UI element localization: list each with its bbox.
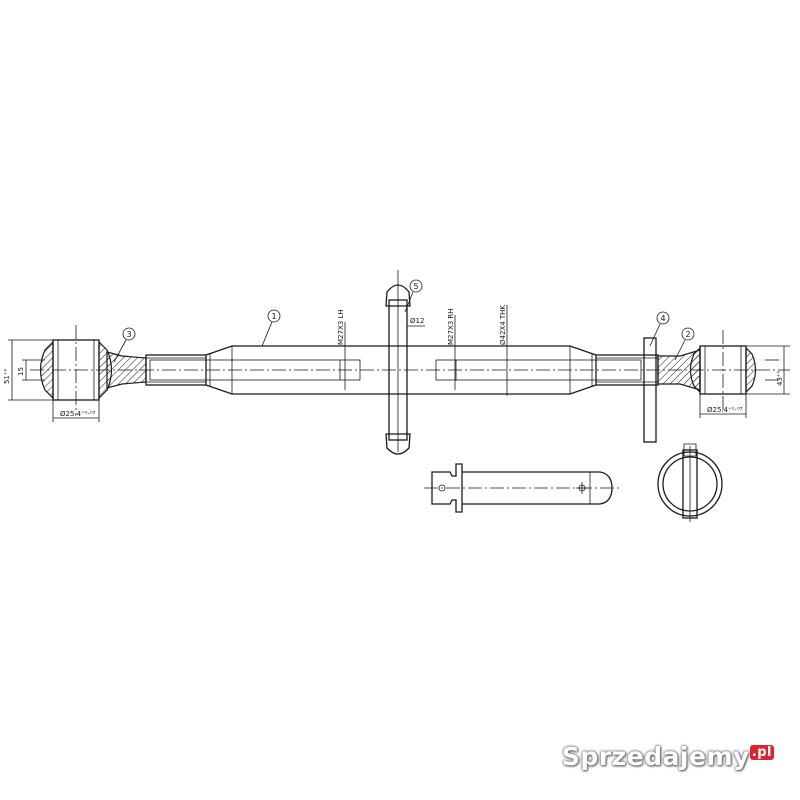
thread-dimensions: M27X3 LH M27X3 RH Ø42X4 THK [337,305,508,396]
tube-label: Ø42X4 THK [499,305,507,345]
callout-2: 2 [674,327,695,361]
pin [424,463,620,513]
left-neck [106,351,147,389]
svg-text:2: 2 [686,330,691,339]
callout-3: 3 [113,327,136,363]
left-thread-label: M27X3 LH [337,309,345,345]
left-eye-dimensions: 51⁺⁰ 15 Ø25.4⁺⁰·⁰³ [3,339,100,422]
sprzedajemy-watermark: Sprzedajemy.pl [562,742,774,771]
svg-text:1: 1 [272,312,277,321]
svg-text:3: 3 [127,330,132,339]
watermark-text: Sprzedajemy [561,742,750,771]
left-eye-height-label: 51⁺⁰ [3,368,11,384]
right-eye-dimensions: 43⁺⁰ Ø25.4⁺⁰·⁰³ [699,345,790,418]
svg-text:5: 5 [414,282,419,291]
lock-plate [643,337,657,443]
callout-4: 4 [649,311,670,347]
handle-diameter-label: Ø12 [410,317,424,325]
right-bore-label: Ø25.4⁺⁰·⁰³ [707,406,743,414]
callout-1: 1 [261,309,281,347]
right-ball-joint [689,330,779,410]
turnbuckle-body [145,345,659,395]
handle: Ø12 [385,270,425,455]
linch-pin-ring [657,443,723,522]
left-hole-label: 15 [17,367,25,376]
right-eye-height-label: 43⁺⁰ [776,370,784,386]
svg-text:4: 4 [661,314,666,323]
left-bore-label: Ø25.4⁺⁰·⁰³ [60,410,96,418]
watermark-suffix: .pl [749,744,774,760]
callout-5: 5 [404,279,423,313]
right-thread-label: M27X3 RH [447,308,455,345]
